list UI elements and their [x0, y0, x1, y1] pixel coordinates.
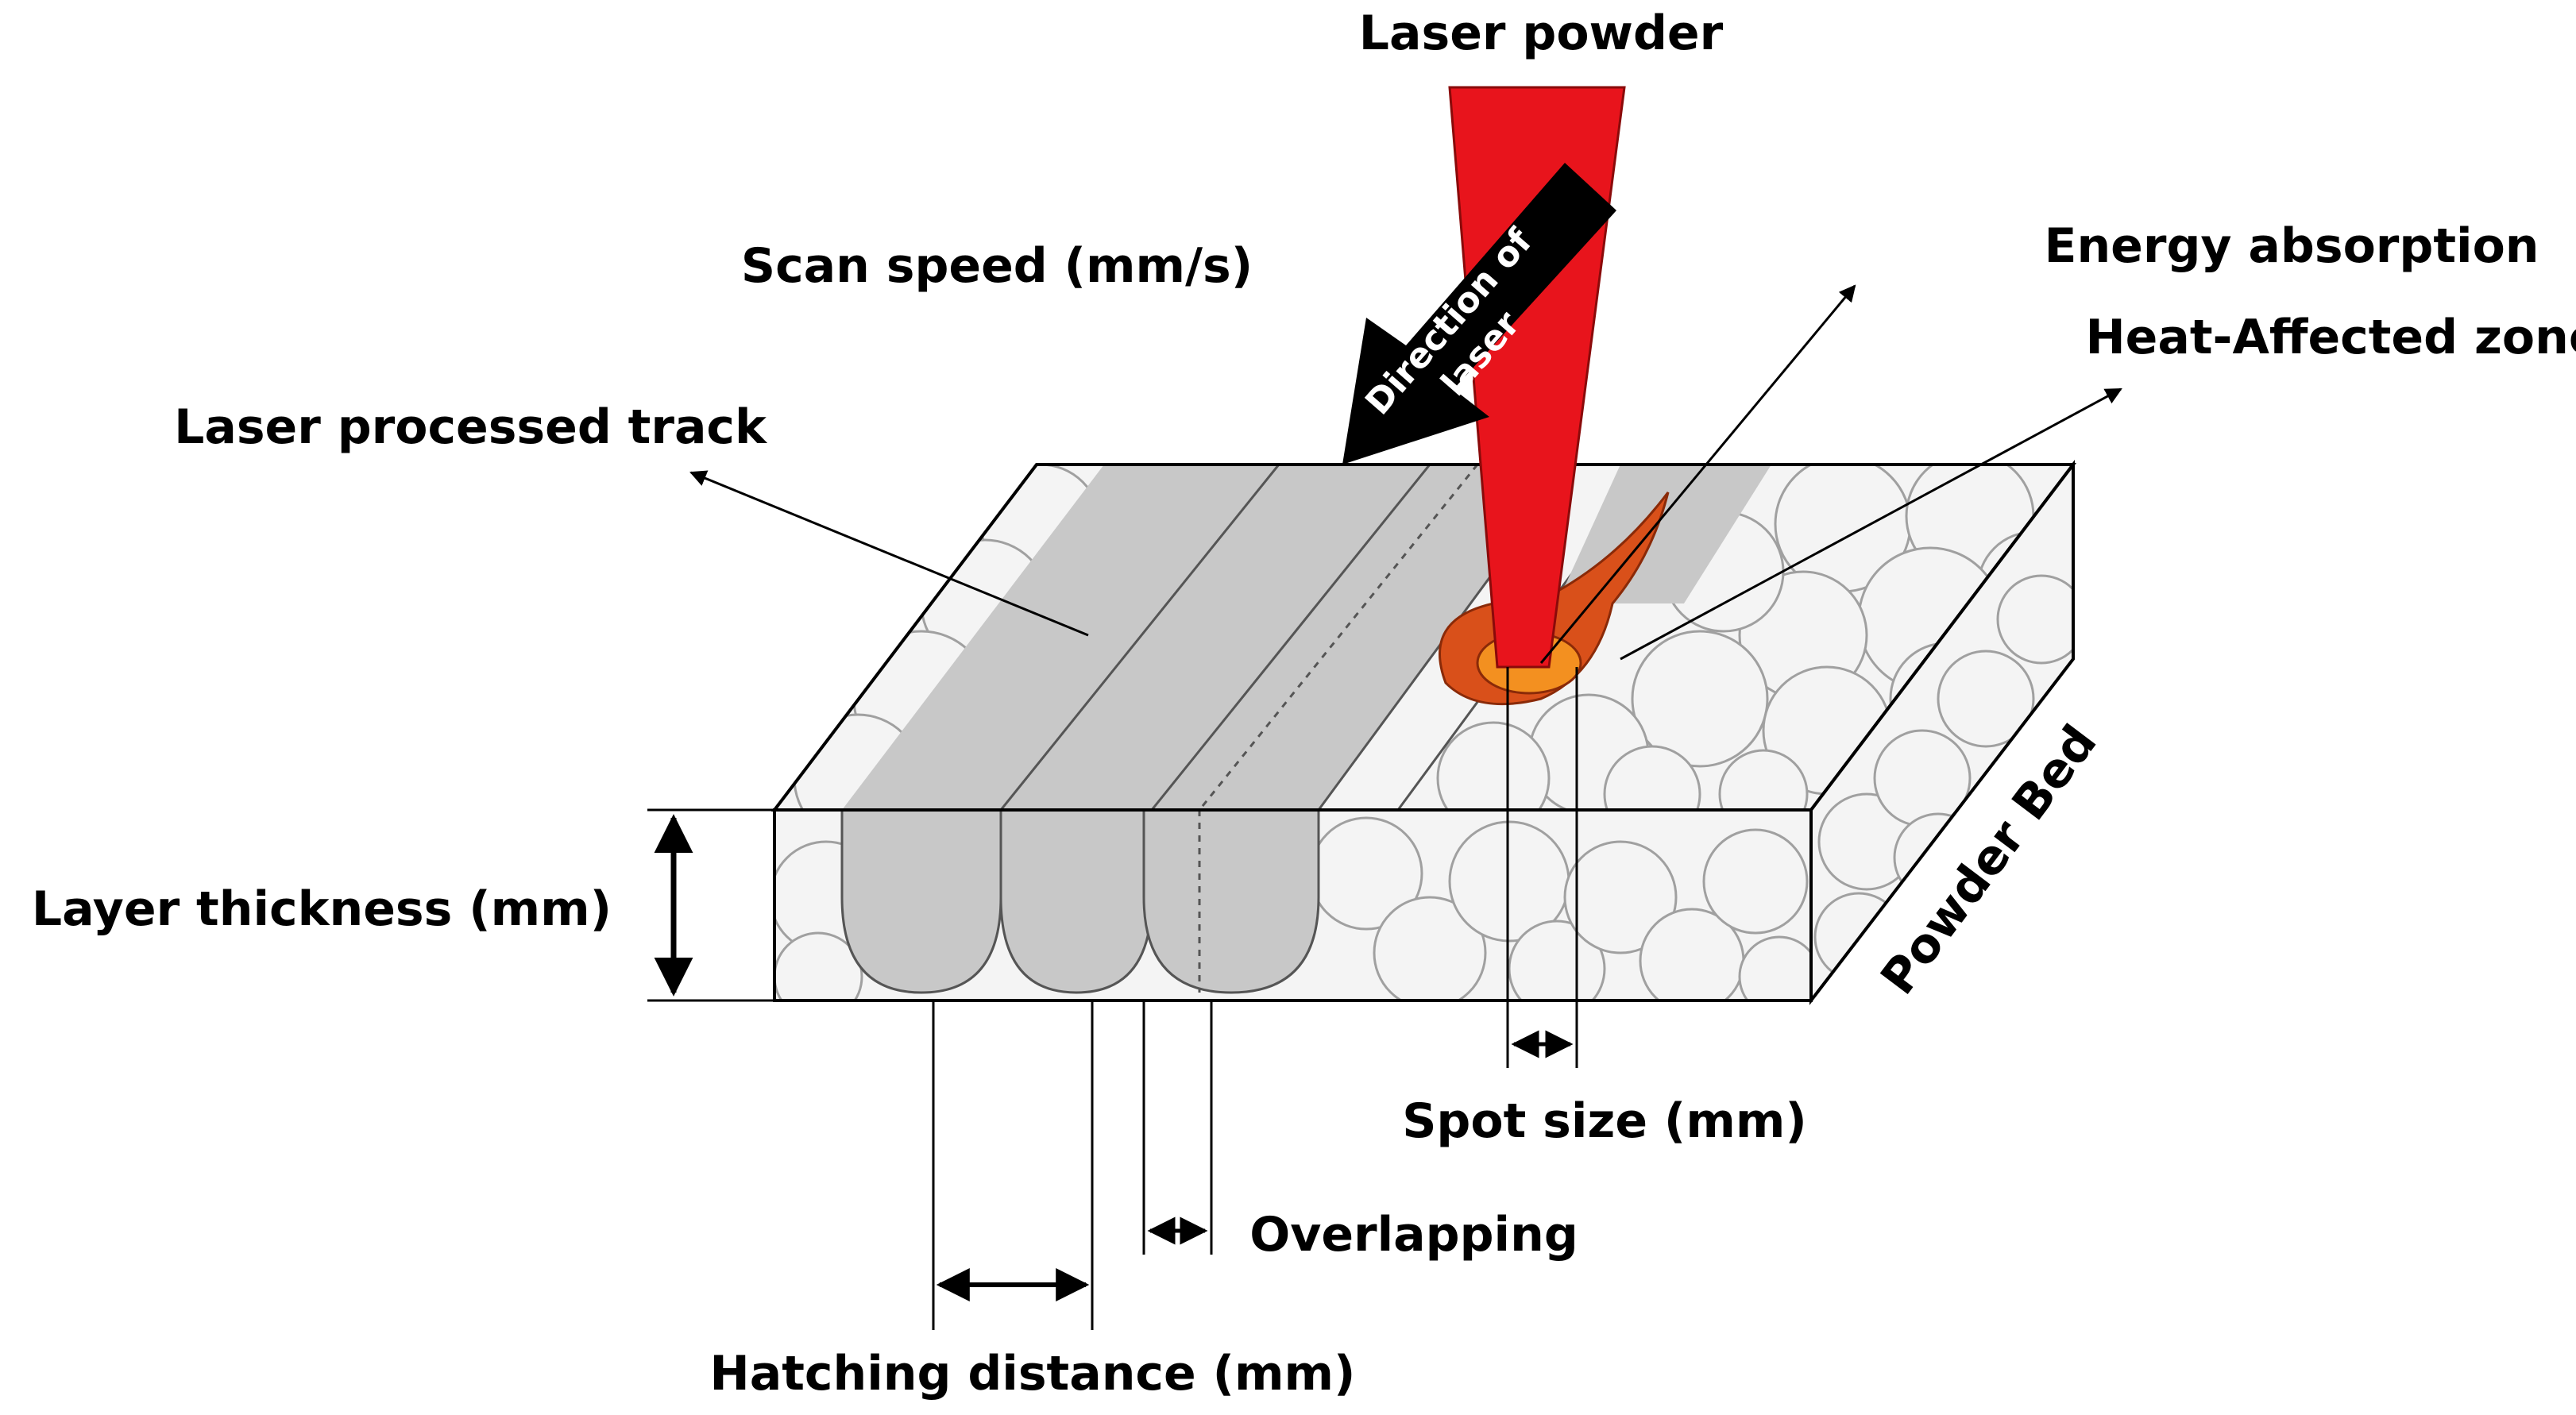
hatching-distance-dimension [932, 1001, 1094, 1330]
spot-size-dimension [1506, 667, 1578, 1068]
front-powder-particles [774, 816, 1811, 1001]
overlapping-dimension [1142, 1001, 1213, 1255]
spot-size-label: Spot size (mm) [1402, 1093, 1807, 1149]
layer-thickness-dimension [647, 808, 774, 1002]
laser-track-leader [689, 470, 1089, 637]
laser-tracks-top [842, 465, 1771, 810]
overlapping-label: Overlapping [1249, 1207, 1578, 1263]
hatching-distance-label: Hatching distance (mm) [710, 1346, 1356, 1402]
layer-thickness-label: Layer thickness (mm) [32, 881, 612, 937]
scan-speed-label: Scan speed (mm/s) [741, 238, 1253, 294]
track-cross-sections [840, 810, 1320, 994]
energy-absorption-label: Energy absorption [2044, 218, 2539, 274]
energy-absorption-leader [1539, 284, 1856, 664]
heat-zone-leader [1620, 387, 2122, 661]
leader-arrows [689, 284, 2122, 664]
powder-bed-block [770, 460, 2077, 1005]
laser-powder-label: Laser powder [1359, 6, 1724, 61]
laser-processed-track-label: Laser processed track [174, 399, 768, 455]
heat-affected-zone-label: Heat-Affected zone [2085, 310, 2576, 365]
